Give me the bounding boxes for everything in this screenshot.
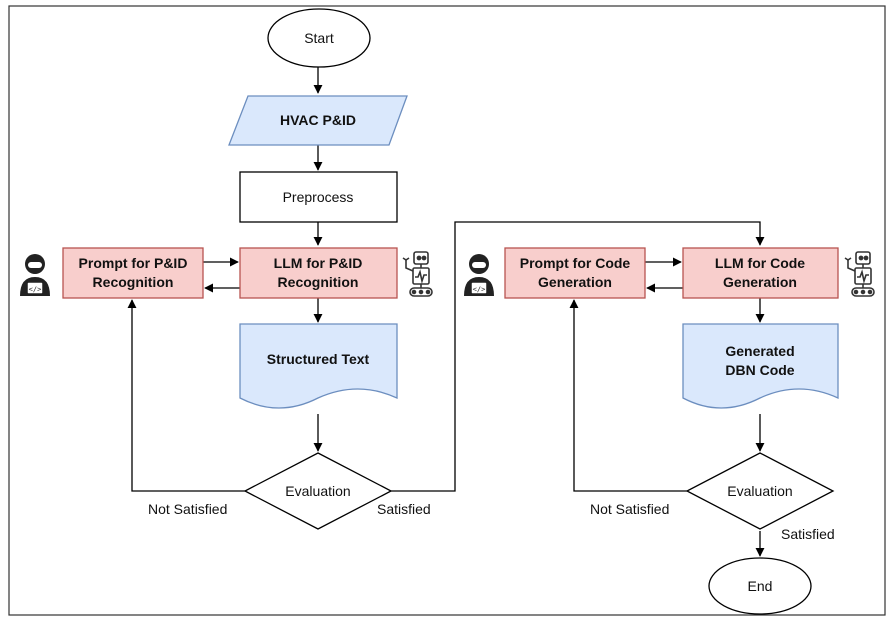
satisfied-2-label: Satisfied <box>781 526 835 542</box>
user-coder-icon: </> <box>464 254 494 296</box>
preprocess-node: Preprocess <box>239 171 398 223</box>
edge-eval2-not-satisfied <box>569 299 687 492</box>
svg-text:</>: </> <box>473 286 486 294</box>
evaluation-1-label: Evaluation <box>285 483 350 499</box>
end-node: End <box>708 557 812 615</box>
robot-icon <box>844 251 875 297</box>
hvac-pid-input-node: HVAC P&ID <box>228 95 408 146</box>
llm-code-node: LLM for Code Generation <box>682 247 839 299</box>
llm-pid-line2: Recognition <box>278 274 359 290</box>
edge-eval1-not-satisfied <box>127 299 245 492</box>
structured-text-node: Structured Text <box>239 323 398 409</box>
prompt-pid-line2: Recognition <box>93 274 174 290</box>
prompt-code-node: Prompt for Code Generation <box>504 247 646 299</box>
structured-text-label: Structured Text <box>267 351 370 367</box>
preprocess-label: Preprocess <box>283 189 354 205</box>
prompt-pid-line1: Prompt for P&ID <box>79 255 188 271</box>
user-coder-icon: </> <box>20 254 50 296</box>
start-node: Start <box>267 8 371 68</box>
llm-pid-node: LLM for P&ID Recognition <box>239 247 398 299</box>
llm-code-line2: Generation <box>723 274 797 290</box>
edge-eval1-satisfied <box>391 221 765 492</box>
llm-pid-line1: LLM for P&ID <box>274 255 363 271</box>
prompt-code-line2: Generation <box>538 274 612 290</box>
generated-code-line1: Generated <box>725 343 794 359</box>
hvac-pid-label: HVAC P&ID <box>280 112 356 128</box>
edges <box>127 67 765 557</box>
robot-icon <box>402 251 433 297</box>
llm-code-line1: LLM for Code <box>715 255 805 271</box>
prompt-pid-node: Prompt for P&ID Recognition <box>62 247 204 299</box>
generated-code-node: Generated DBN Code <box>682 323 839 409</box>
generated-code-line2: DBN Code <box>725 362 794 378</box>
satisfied-1-label: Satisfied <box>377 501 431 517</box>
end-label: End <box>748 578 773 594</box>
not-satisfied-2-label: Not Satisfied <box>590 501 669 517</box>
not-satisfied-1-label: Not Satisfied <box>148 501 227 517</box>
evaluation-2-node: Evaluation <box>685 452 835 530</box>
prompt-code-line1: Prompt for Code <box>520 255 631 271</box>
evaluation-1-node: Evaluation <box>243 452 393 530</box>
start-label: Start <box>304 30 334 46</box>
svg-text:</>: </> <box>29 286 42 294</box>
evaluation-2-label: Evaluation <box>727 483 792 499</box>
